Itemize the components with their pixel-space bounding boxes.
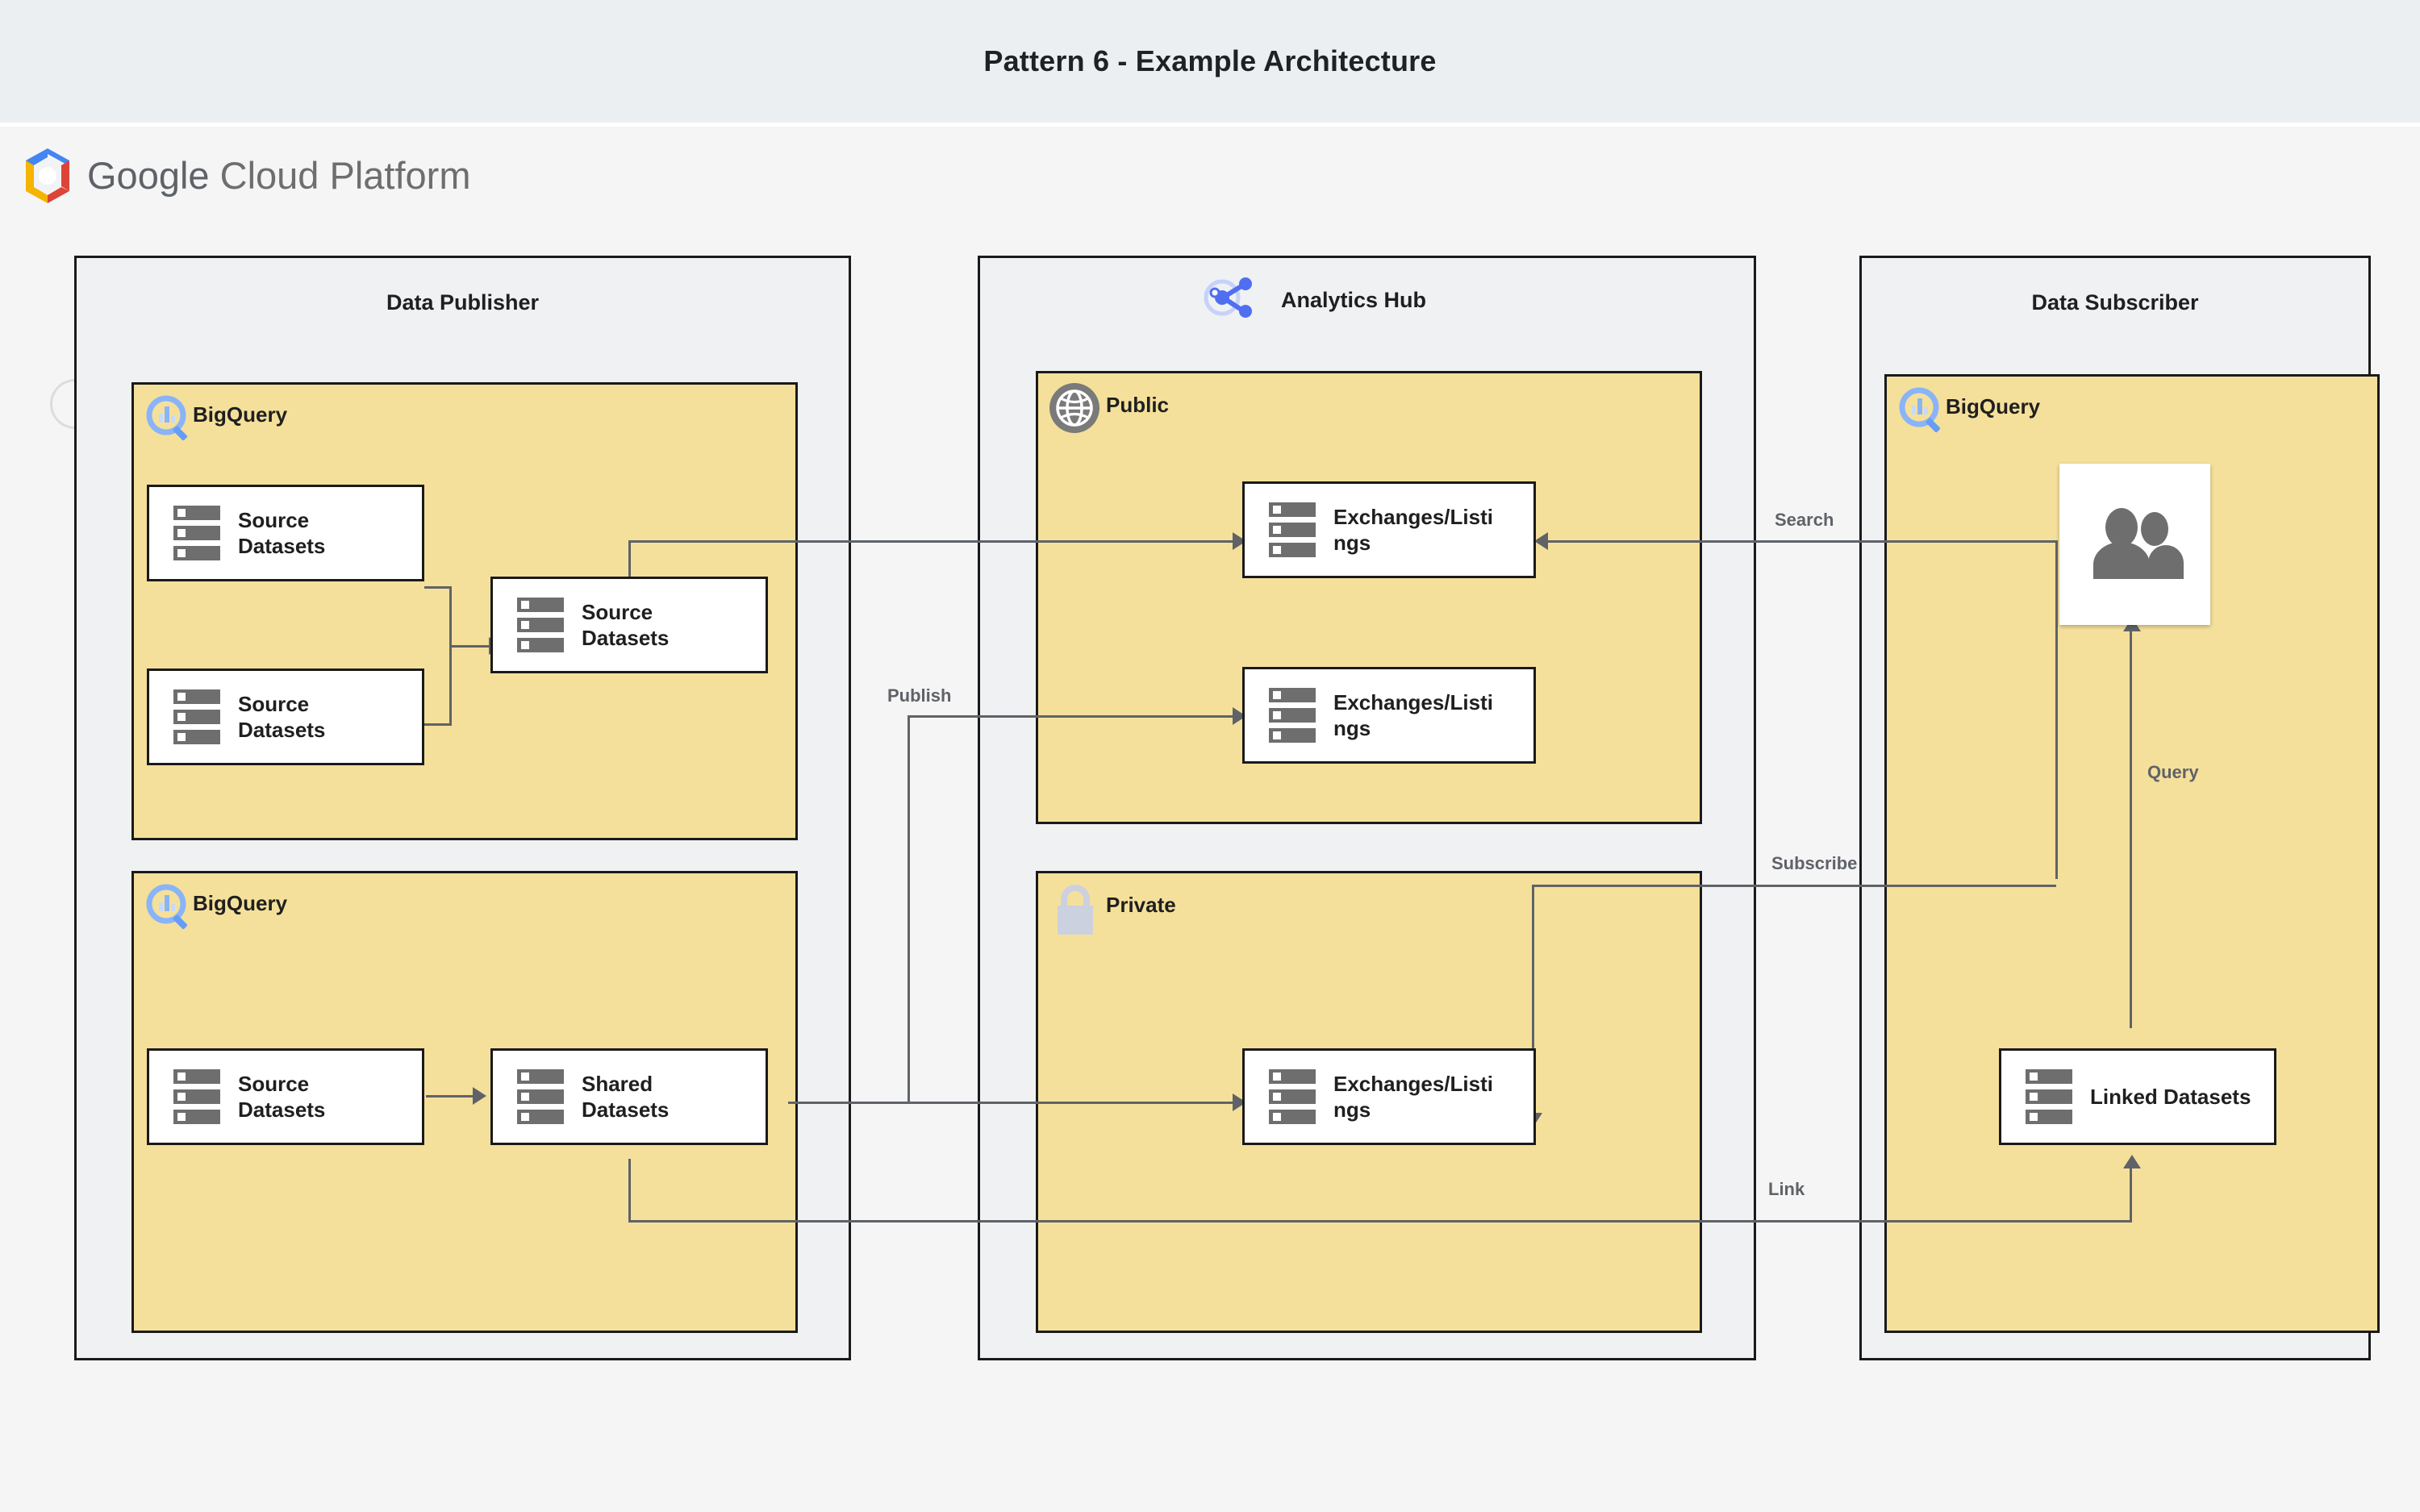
node-exchanges-listings-public-1-label: Exchanges/Listings (1333, 504, 1493, 556)
zone-data-publisher-title: Data Publisher (386, 290, 540, 314)
node-source-datasets-bottom[interactable]: Source Datasets (147, 1048, 424, 1145)
edge-src1-down (449, 586, 452, 646)
group-hub-public-label: Public (1106, 393, 1170, 417)
node-linked-datasets-label: Linked Datasets (2090, 1084, 2251, 1109)
datasets-icon (173, 689, 220, 744)
edge-label-subscribe: Subscribe (1771, 853, 1858, 873)
node-source-datasets-bottom-label: Source Datasets (238, 1071, 326, 1123)
datasets-icon (1269, 1069, 1316, 1124)
datasets-icon (517, 598, 564, 652)
edge-publish-to-public-2 (908, 715, 1241, 718)
edge-bracket-to-srcmid (449, 645, 491, 648)
gcp-wordmark-cloud-platform: Cloud Platform (219, 154, 471, 197)
edge-search-down (2055, 540, 2058, 879)
edge-src2-out (424, 723, 452, 726)
arrowhead-linked-datasets (2123, 1155, 2141, 1168)
zone-data-subscriber-title: Data Subscriber (2031, 290, 2199, 314)
edge-publish-trunk (908, 715, 910, 1102)
group-hub-private-label: Private (1106, 893, 1176, 917)
edge-subscribe-across (1532, 885, 2056, 887)
node-subscriber-users[interactable] (2059, 464, 2210, 625)
edge-link-across (628, 1220, 2132, 1223)
gcp-hexagon-logo-icon (26, 148, 69, 203)
node-exchanges-listings-public-2-label: Exchanges/Listings (1333, 689, 1493, 741)
arrowhead-search (1534, 532, 1548, 550)
group-publisher-bigquery-bottom-label: BigQuery (193, 891, 288, 915)
lock-icon (1058, 885, 1093, 935)
bigquery-icon (146, 884, 188, 930)
bigquery-icon (1899, 387, 1941, 433)
node-source-datasets-2-label: Source Datasets (238, 691, 326, 743)
gcp-wordmark: Google Cloud Platform (87, 144, 470, 208)
analytics-hub-share-icon (1204, 277, 1252, 318)
globe-icon (1049, 383, 1099, 433)
datasets-icon (2026, 1069, 2072, 1124)
datasets-icon (1269, 502, 1316, 557)
edge-publish-to-public-1 (628, 540, 1241, 543)
node-source-datasets-1[interactable]: Source Datasets (147, 485, 424, 581)
bigquery-icon (146, 395, 188, 441)
node-exchanges-listings-public-2[interactable]: Exchanges/Listings (1242, 667, 1536, 764)
gcp-wordmark-google: Google (87, 154, 210, 197)
edge-search-across (1542, 540, 2058, 543)
users-icon (2092, 508, 2184, 579)
edge-srcmid-up (628, 540, 631, 591)
node-exchanges-listings-public-1[interactable]: Exchanges/Listings (1242, 481, 1536, 578)
edge-src1-out (424, 586, 452, 589)
edge-label-publish: Publish (887, 685, 952, 706)
edge-srcbottom-to-shared (426, 1095, 476, 1098)
edge-subscribe-down (1532, 887, 1534, 1121)
datasets-icon (173, 506, 220, 560)
node-source-datasets-2[interactable]: Source Datasets (147, 669, 424, 765)
edge-src2-up (449, 645, 452, 726)
title-band: Pattern 6 - Example Architecture (0, 0, 2420, 123)
edge-query-vertical (2130, 625, 2132, 1028)
node-shared-datasets-label: Shared Datasets (582, 1071, 670, 1123)
edge-label-link: Link (1768, 1179, 1805, 1199)
page-title: Pattern 6 - Example Architecture (983, 44, 1437, 77)
node-source-datasets-1-label: Source Datasets (238, 507, 326, 559)
edge-shared-link-down (628, 1159, 631, 1222)
edge-label-search: Search (1775, 510, 1834, 530)
datasets-icon (173, 1069, 220, 1124)
datasets-icon (1269, 688, 1316, 743)
datasets-icon (517, 1069, 564, 1124)
node-exchanges-listings-private[interactable]: Exchanges/Listings (1242, 1048, 1536, 1145)
gcp-logo: Google Cloud Platform (21, 144, 470, 208)
node-shared-datasets[interactable]: Shared Datasets (490, 1048, 768, 1145)
group-publisher-bigquery-top-label: BigQuery (193, 402, 288, 427)
node-source-datasets-mid-label: Source Datasets (582, 599, 670, 651)
zone-analytics-hub-title: Analytics Hub (1281, 288, 1427, 312)
edge-link-up-to-linked (2130, 1161, 2132, 1223)
group-subscriber-bigquery-label: BigQuery (1946, 394, 2041, 419)
edge-shared-to-private (788, 1102, 1241, 1104)
node-source-datasets-mid[interactable]: Source Datasets (490, 577, 768, 673)
node-exchanges-listings-private-label: Exchanges/Listings (1333, 1071, 1493, 1123)
node-linked-datasets[interactable]: Linked Datasets (1999, 1048, 2276, 1145)
arrowhead-shared (473, 1087, 486, 1105)
edge-label-query: Query (2147, 762, 2199, 782)
